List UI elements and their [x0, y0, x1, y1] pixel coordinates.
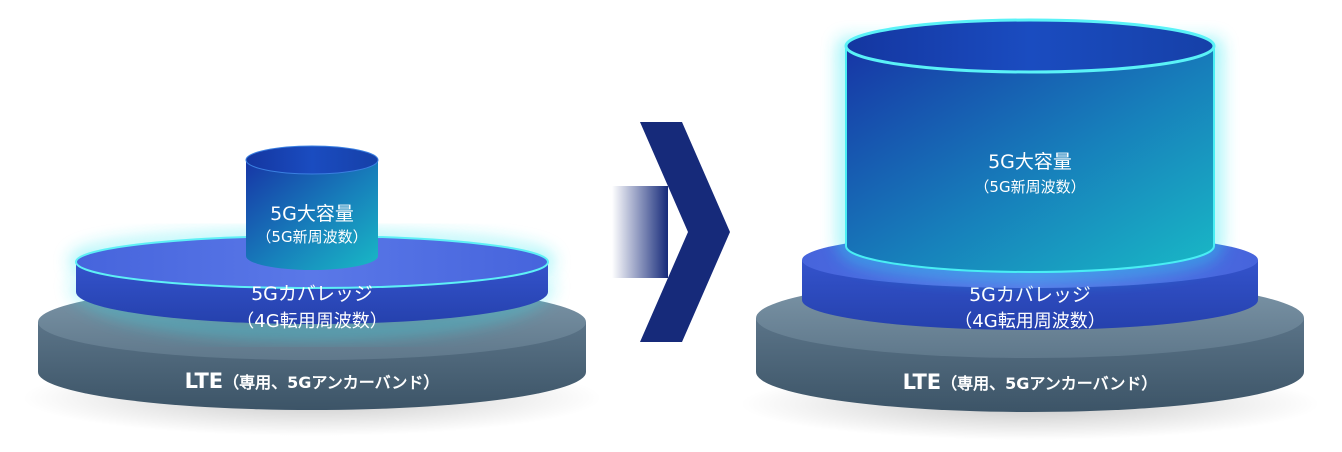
right-capacity-subtitle: （5G新周波数）	[974, 178, 1085, 196]
left-coverage-subtitle: （4G転用周波数）	[236, 311, 387, 332]
arrow-tail-fade	[612, 186, 668, 278]
transition-arrow	[612, 122, 730, 342]
left-lte-label: LTE（専用、5Gアンカーバンド）	[185, 369, 440, 393]
chevron-right-icon	[640, 122, 730, 342]
right-coverage-subtitle: （4G転用周波数）	[954, 311, 1105, 332]
right-capacity-layer: 5G大容量 （5G新周波数）	[840, 18, 1220, 278]
left-capacity-subtitle: （5G新周波数）	[256, 228, 367, 246]
right-capacity-title: 5G大容量	[988, 151, 1072, 173]
left-stack: LTE（専用、5Gアンカーバンド） 5Gカバレッジ （4G転用周波数） 5G大容…	[22, 145, 602, 436]
right-coverage-title: 5Gカバレッジ	[969, 284, 1091, 306]
right-stack: LTE（専用、5Gアンカーバンド） 5Gカバレッジ （4G転用周波数） 5G大容…	[740, 18, 1320, 440]
left-capacity-layer: 5G大容量 （5G新周波数）	[245, 145, 379, 270]
right-lte-label: LTE（専用、5Gアンカーバンド）	[903, 370, 1158, 394]
left-coverage-title: 5Gカバレッジ	[251, 283, 373, 305]
left-capacity-title: 5G大容量	[270, 203, 354, 225]
